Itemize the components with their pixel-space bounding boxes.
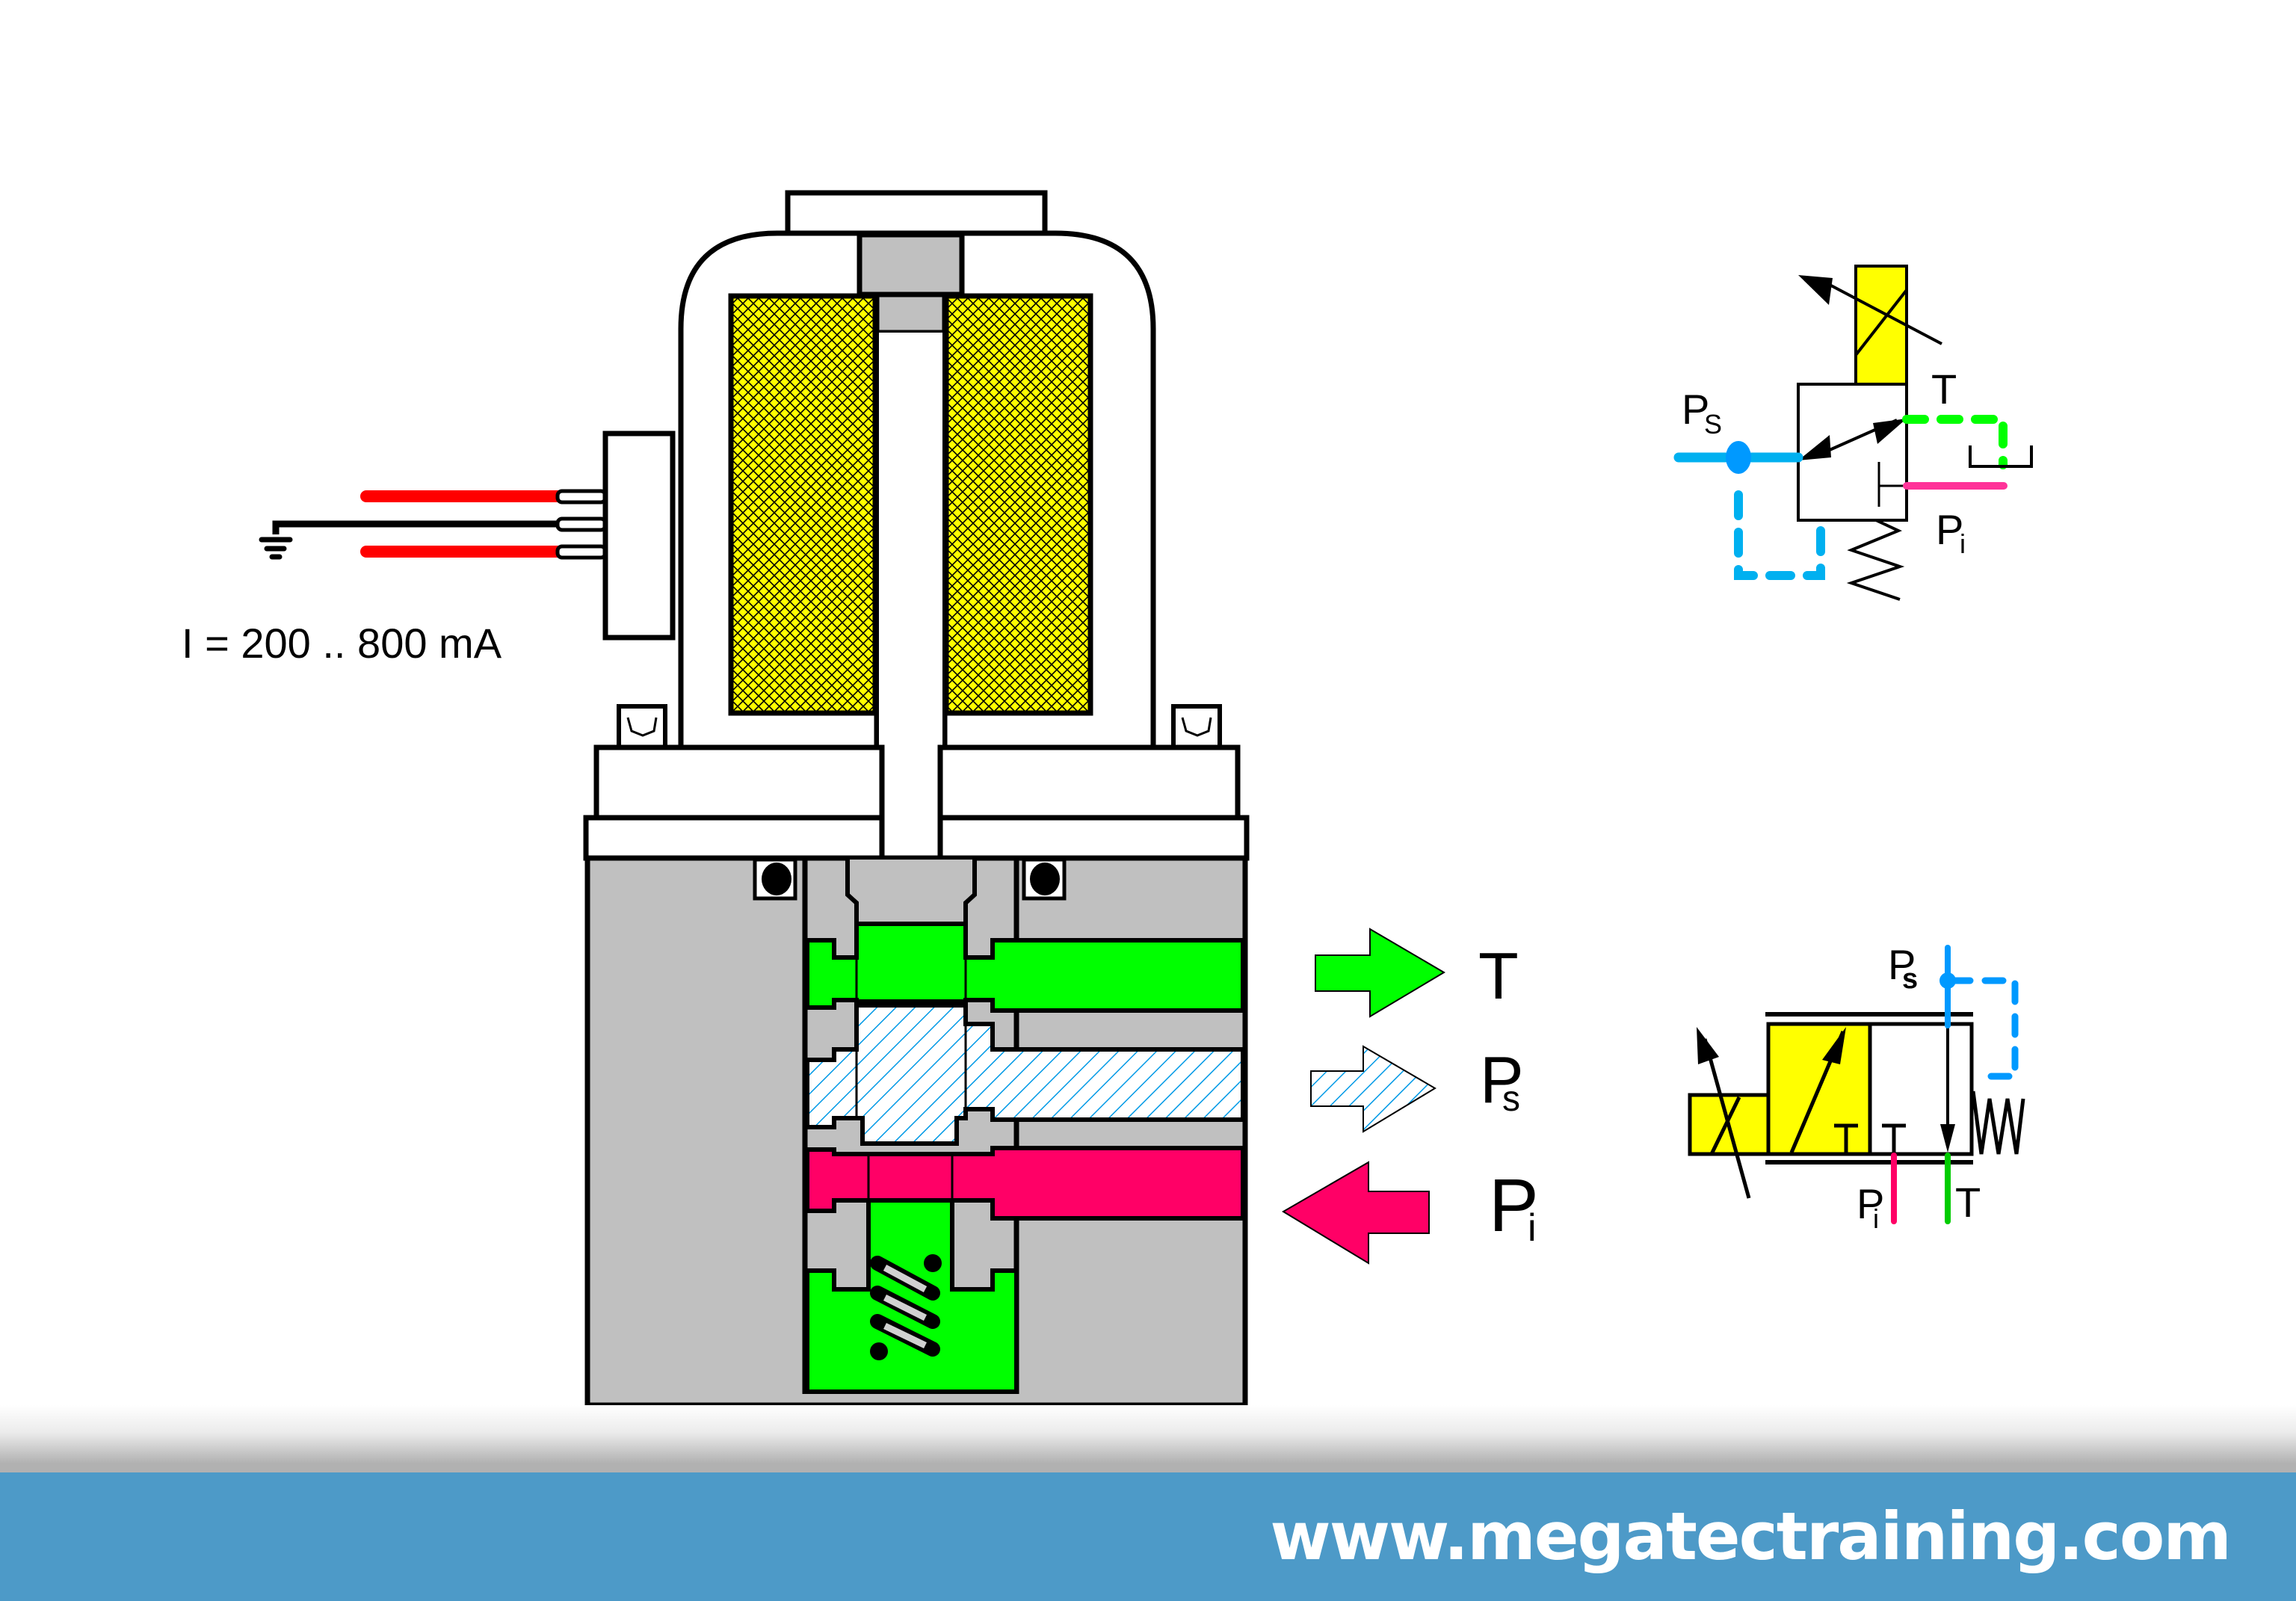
pole-piece — [857, 232, 965, 297]
symbol-pressure-reducing: P S T P i — [1673, 265, 2033, 601]
symbol-label-ps: P — [1888, 941, 1916, 988]
armature-stop — [874, 291, 948, 336]
flange-upper-right — [937, 744, 1241, 821]
channel-tank — [805, 922, 1245, 1013]
channel-supply — [805, 1003, 1245, 1146]
proportional-arrow-line — [1703, 1038, 1751, 1199]
proportional-arrow-line — [1829, 283, 1942, 345]
push-pin — [879, 333, 942, 856]
symbol-label-pi-sub: i — [1873, 1203, 1879, 1234]
footer-shadow — [0, 1405, 2296, 1474]
arrow-pilot-in — [1282, 1161, 1430, 1265]
symbol-label-t: T — [1955, 1179, 1981, 1226]
solenoid — [617, 190, 1222, 858]
footer-banner — [0, 1472, 2296, 1601]
channel-pilot — [805, 1146, 1245, 1221]
flange — [583, 744, 1250, 861]
symbol-label-pi-sub: i — [1960, 528, 1966, 559]
spring-symbol — [1846, 519, 1905, 601]
supply-junction — [1726, 441, 1751, 474]
port-label-ps-sub: s — [1502, 1079, 1520, 1119]
symbol-label-ps-sub: S — [1704, 409, 1722, 439]
connector-pins — [555, 489, 608, 560]
coil-left — [728, 293, 878, 716]
symbol-label-pi: P — [1857, 1180, 1884, 1227]
proportional-arrow-head — [1697, 1027, 1719, 1064]
connector-housing — [602, 431, 676, 641]
o-ring-left — [753, 857, 797, 901]
o-ring-right — [1022, 857, 1067, 901]
wire-ground — [272, 520, 559, 534]
symbol-label-pi: P — [1936, 506, 1963, 553]
port-label-t: T — [1478, 939, 1519, 1013]
supply-pilot-line — [1734, 490, 1825, 580]
proportional-arrow-head — [1798, 275, 1833, 305]
spring-chamber — [805, 1198, 1019, 1394]
port-label-pi: P — [1489, 1164, 1539, 1247]
bolt-right — [1171, 704, 1222, 750]
bolt-left — [617, 704, 667, 750]
spool-stem — [845, 860, 977, 926]
ground-icon — [259, 537, 293, 560]
arrow-tank-out — [1315, 928, 1445, 1018]
solenoid-end-cap — [785, 190, 1048, 238]
electrical-leads: I = 200 .. 800 mA — [182, 431, 676, 667]
symbol-label-ps: P — [1682, 386, 1709, 433]
flange-lower-left — [583, 815, 885, 861]
flange-lower-right — [937, 815, 1250, 861]
symbol-label-ps-sub: s — [1902, 963, 1918, 995]
flange-upper-left — [593, 744, 885, 821]
symbol-label-t: T — [1931, 365, 1957, 413]
coil-right — [943, 293, 1093, 716]
symbol-directional-valve: P s P i T — [1688, 941, 2025, 1234]
supply-junction — [1939, 972, 1956, 989]
website-url[interactable]: www.megatectraining.com — [1270, 1498, 2232, 1575]
current-range-label: I = 200 .. 800 mA — [182, 620, 502, 667]
tank-icon — [1969, 445, 2033, 468]
port-label-ps: P — [1480, 1043, 1524, 1117]
port-label-pi-sub: i — [1528, 1206, 1537, 1250]
envelope-right — [1868, 1022, 1974, 1156]
port-indicators: T P s P i — [1282, 928, 1539, 1265]
tank-line — [1902, 415, 2008, 469]
symbol-solenoid — [1854, 265, 1908, 386]
spring-symbol — [1971, 1091, 2025, 1155]
supply-pilot-line — [1948, 977, 2019, 1080]
valve-body — [584, 855, 1248, 1408]
arrow-supply-out — [1310, 1045, 1436, 1133]
spring-icon — [870, 1254, 942, 1360]
